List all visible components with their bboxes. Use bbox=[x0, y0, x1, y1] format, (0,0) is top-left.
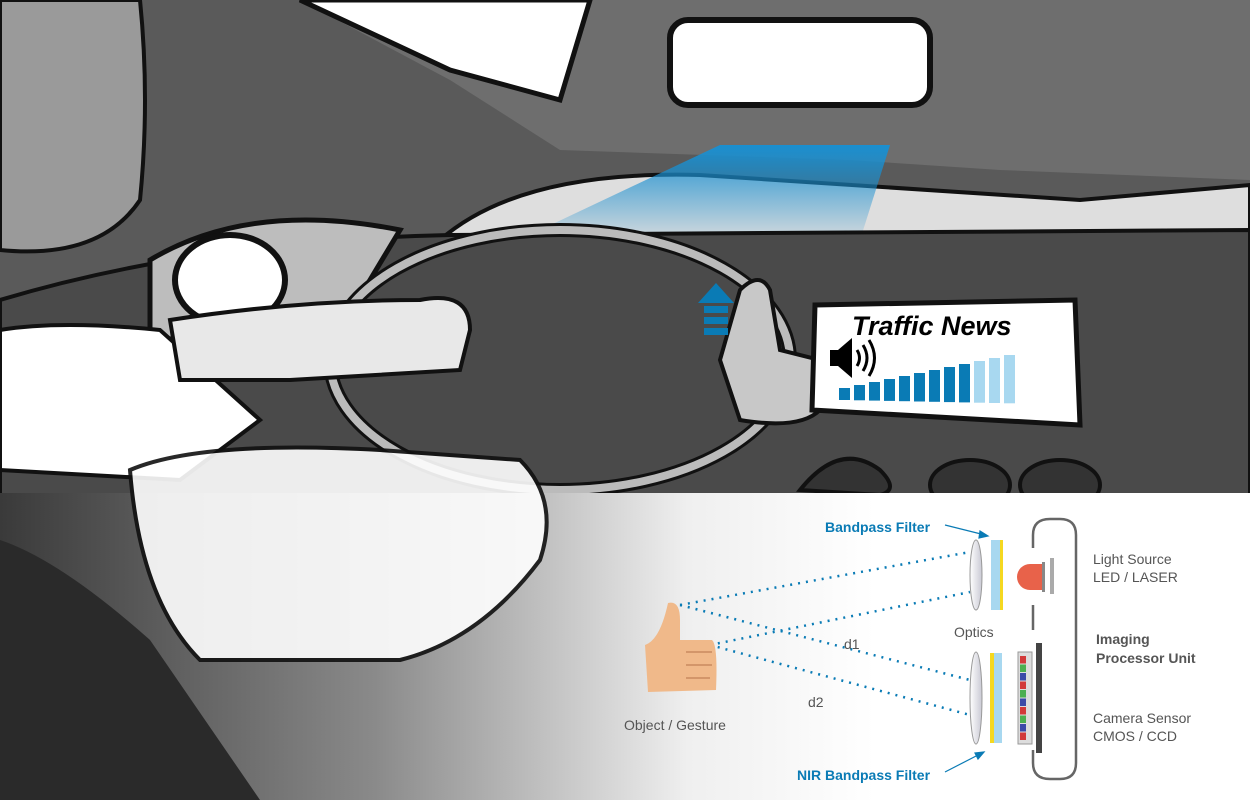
volume-bar bbox=[899, 376, 910, 402]
sensor-pixel bbox=[1020, 715, 1026, 723]
light-source-label: Light Source bbox=[1093, 551, 1172, 567]
light-rays bbox=[679, 550, 971, 717]
imaging-label: Imaging bbox=[1096, 631, 1150, 647]
sensor-pixel bbox=[1020, 732, 1026, 740]
d2-label: d2 bbox=[808, 694, 824, 710]
sensor-pixel bbox=[1020, 707, 1026, 715]
sensor-pixel bbox=[1020, 664, 1026, 672]
sensor-pixel bbox=[1020, 681, 1026, 689]
volume-bar bbox=[974, 361, 985, 403]
driver-arm-sleeve bbox=[127, 445, 549, 662]
volume-bar bbox=[884, 379, 895, 401]
optics-label: Optics bbox=[954, 624, 994, 640]
volume-bar bbox=[929, 370, 940, 402]
bandpass-filter bbox=[991, 540, 1003, 610]
volume-bar-meter bbox=[839, 355, 1015, 404]
sensor-pixel bbox=[1020, 656, 1026, 664]
volume-bar bbox=[1004, 355, 1015, 404]
camera-sensor-type-label: CMOS / CCD bbox=[1093, 728, 1177, 744]
optics-lens-bottom bbox=[969, 651, 983, 745]
arrows bbox=[944, 524, 990, 773]
rearview-mirror bbox=[667, 17, 933, 108]
car-interior-sketch: Traffic News bbox=[0, 0, 1250, 512]
screen-title: Traffic News bbox=[852, 311, 1012, 341]
volume-bar bbox=[944, 367, 955, 403]
light-source-type-label: LED / LASER bbox=[1093, 569, 1178, 585]
bandpass-filter-label: Bandpass Filter bbox=[825, 519, 931, 535]
thumbs-up-hand-icon bbox=[645, 602, 717, 692]
sensor-pixel bbox=[1020, 724, 1026, 732]
imaging-unit-bracket bbox=[1031, 517, 1078, 781]
speaker-icon bbox=[830, 338, 876, 378]
volume-bar bbox=[914, 373, 925, 402]
optics-lens-top bbox=[969, 539, 983, 611]
camera-sensor-label: Camera Sensor bbox=[1093, 710, 1191, 726]
driver-head bbox=[0, 0, 147, 254]
up-arrow-icon bbox=[698, 283, 734, 335]
sensor-pixel bbox=[1020, 690, 1026, 698]
object-gesture-label: Object / Gesture bbox=[624, 717, 726, 733]
volume-bar bbox=[959, 364, 970, 403]
led-light-source-icon bbox=[1017, 558, 1054, 594]
volume-bar bbox=[869, 382, 880, 401]
camera-sensor-icon bbox=[1017, 643, 1042, 753]
nir-bandpass-filter bbox=[990, 653, 1002, 743]
sensor-pixel bbox=[1020, 698, 1026, 706]
volume-bar bbox=[839, 388, 850, 400]
volume-bar bbox=[989, 358, 1000, 403]
processor-unit-label: Processor Unit bbox=[1096, 650, 1196, 666]
left-hand bbox=[167, 296, 473, 382]
nir-bandpass-filter-label: NIR Bandpass Filter bbox=[797, 767, 931, 783]
hud-projection-beam bbox=[540, 145, 890, 240]
d1-label: d1 bbox=[844, 636, 860, 652]
sensor-pixel bbox=[1020, 673, 1026, 681]
volume-bar bbox=[854, 385, 865, 401]
